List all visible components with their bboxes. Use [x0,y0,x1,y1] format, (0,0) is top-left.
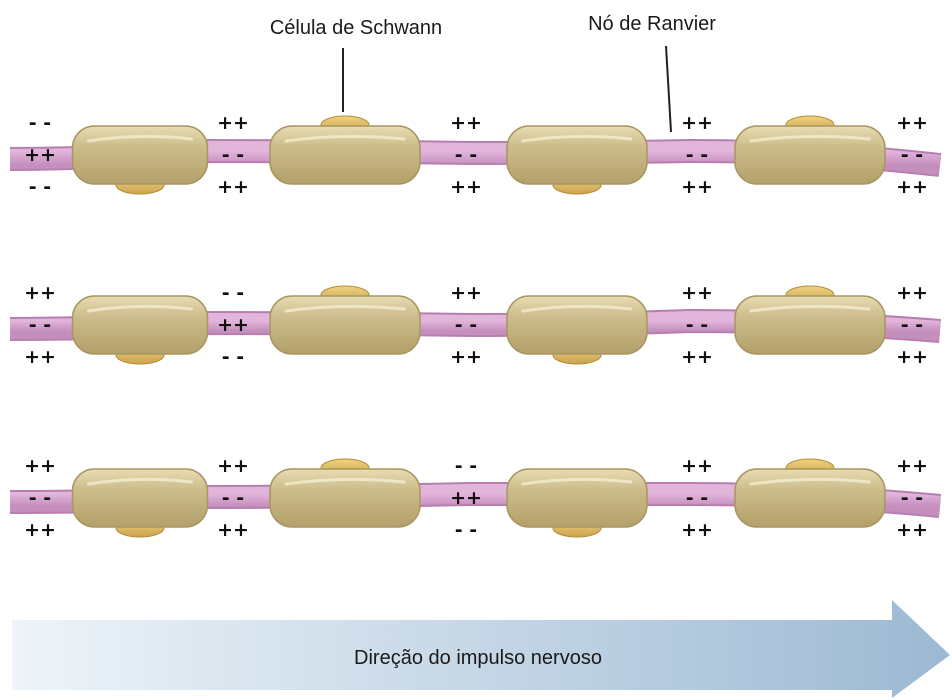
schwann-cell [507,296,647,364]
ranvier-node-pointer [666,46,671,132]
charge-middle: - - [455,144,477,166]
charge-middle: - - [901,144,923,166]
charge-top: - - [455,455,477,477]
charge-bottom: ++ [681,519,713,541]
myelin-sheath [270,469,420,527]
charge-top: - - [222,282,244,304]
myelin-sheath [73,296,208,354]
schwann-cell [73,469,208,537]
charge-bottom: ++ [681,346,713,368]
charge-top: ++ [24,282,56,304]
myelin-sheath [735,126,885,184]
charge-middle: - - [901,487,923,509]
row-1: - - ++ - - ++ - - ++ ++ - - ++ ++ - - ++ ++ - - ++ [10,112,940,198]
charge-middle: - - [222,487,244,509]
schwann-cell [507,126,647,194]
charge-middle: - - [29,487,51,509]
charge-top: ++ [681,112,713,134]
charge-bottom: ++ [450,176,482,198]
charge-top: ++ [896,282,928,304]
charge-bottom: - - [455,519,477,541]
charge-middle: - - [29,314,51,336]
charge-top: ++ [896,455,928,477]
charge-middle: - - [222,144,244,166]
myelin-sheath [507,469,647,527]
charge-bottom: ++ [896,346,928,368]
charge-middle: ++ [24,144,56,166]
myelin-sheath [270,296,420,354]
charge-middle: - - [686,144,708,166]
myelin-sheath [507,126,647,184]
charge-middle: ++ [217,314,249,336]
schwann-cell [270,459,420,527]
myelin-sheath [73,469,208,527]
charge-top: ++ [681,455,713,477]
charge-middle: - - [686,314,708,336]
charge-top: ++ [450,112,482,134]
axon-rows: - -++- -++- -++++- -++++- -++++- -++++- … [10,112,940,541]
charge-top: ++ [896,112,928,134]
charge-bottom: ++ [896,519,928,541]
schwann-cell [735,286,885,354]
charge-bottom: ++ [217,176,249,198]
charge-middle: - - [455,314,477,336]
myelin-sheath [735,296,885,354]
myelin-sheath [270,126,420,184]
charge-bottom: ++ [896,176,928,198]
charge-top: ++ [24,455,56,477]
charge-bottom: ++ [450,346,482,368]
charge-bottom: - - [222,346,244,368]
direction-label: Direção do impulso nervoso [354,647,602,669]
schwann-cell-label: Célula de Schwann [270,17,442,39]
myelin-sheath [73,126,208,184]
charge-top: ++ [217,112,249,134]
row-3: ++ - - ++ ++ - - ++ - - ++ - - ++ - - ++ ++ - - ++ [10,455,940,541]
charge-top: ++ [450,282,482,304]
charge-middle: - - [686,487,708,509]
charge-top: ++ [217,455,249,477]
charge-bottom: ++ [681,176,713,198]
charge-top: - - [29,112,51,134]
schwann-cell [507,469,647,537]
schwann-cell [735,459,885,527]
ranvier-node-label: Nó de Ranvier [588,13,716,35]
charge-bottom: - - [29,176,51,198]
charge-middle: - - [901,314,923,336]
myelin-sheath [735,469,885,527]
charge-bottom: ++ [24,346,56,368]
charge-bottom: ++ [217,519,249,541]
schwann-cell [73,296,208,364]
schwann-cell [270,116,420,184]
charge-top: ++ [681,282,713,304]
charge-middle: ++ [450,487,482,509]
charge-bottom: ++ [24,519,56,541]
schwann-cell [270,286,420,354]
impulse-direction-arrow: Direção do impulso nervoso [12,600,950,698]
myelin-sheath [507,296,647,354]
schwann-cell [735,116,885,184]
schwann-cell [73,126,208,194]
row-2: ++ - - ++ - - ++ - - ++ - - ++ ++ - - ++ ++ - - ++ [10,282,940,368]
